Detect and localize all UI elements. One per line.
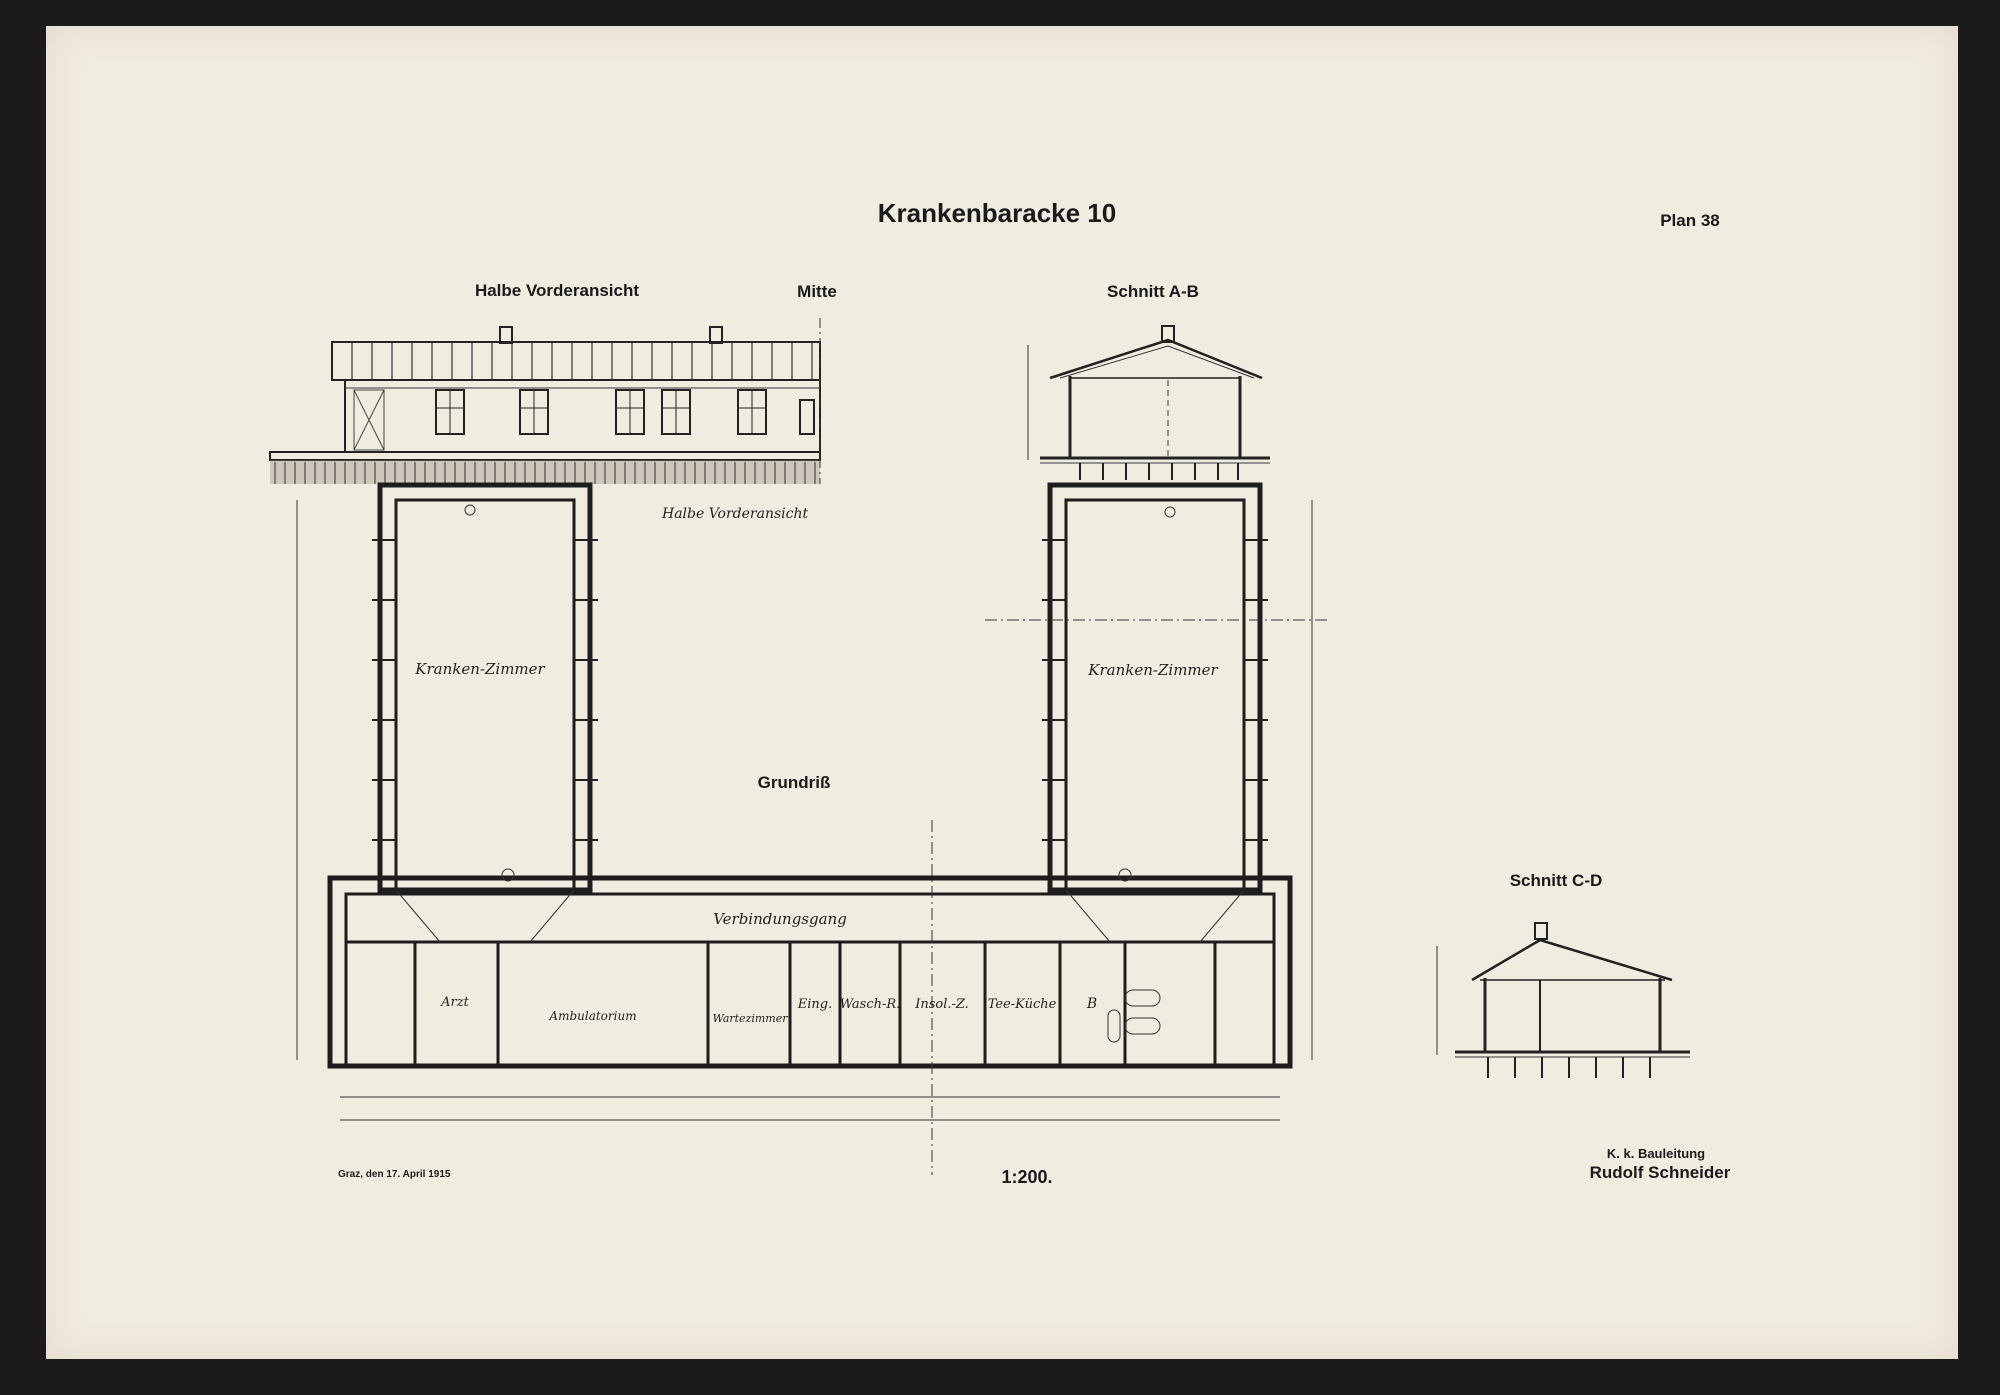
- room-corridor: Verbindungsgang: [713, 910, 847, 928]
- room-waiting: Wartezimmer: [712, 1012, 788, 1025]
- room-bath: B: [1086, 996, 1097, 1012]
- label-section-cd: Schnitt C-D: [1510, 871, 1603, 890]
- label-section-ab: Schnitt A-B: [1107, 282, 1199, 301]
- room-ward-right: Kranken-Zimmer: [1087, 661, 1218, 679]
- authority: K. k. Bauleitung: [1607, 1146, 1705, 1161]
- drawing-sheet: [46, 26, 1958, 1359]
- sheet-title: Krankenbaracke 10: [878, 198, 1116, 228]
- label-floor-plan: Grundriß: [758, 773, 831, 792]
- room-isolation: Insol.-Z.: [914, 997, 969, 1012]
- floor-plan: [296, 482, 1330, 1175]
- scale: 1:200.: [1001, 1167, 1052, 1187]
- room-ambulatory: Ambulatorium: [548, 1009, 636, 1023]
- half-front-elevation: [269, 318, 821, 484]
- note-half-front-view: Halbe Vorderansicht: [661, 506, 808, 522]
- section-cd: [1436, 922, 1690, 1078]
- section-ab: [1027, 325, 1270, 480]
- label-center: Mitte: [797, 282, 837, 301]
- room-ward-left: Kranken-Zimmer: [414, 660, 545, 678]
- label-half-front-view: Halbe Vorderansicht: [475, 281, 639, 300]
- date-place: Graz, den 17. April 1915: [338, 1169, 451, 1180]
- room-wash: Wasch-R.: [840, 997, 901, 1012]
- room-entrance: Eing.: [797, 997, 832, 1012]
- author-name: Rudolf Schneider: [1590, 1163, 1731, 1182]
- room-tea-kitchen: Tee-Küche: [988, 997, 1057, 1012]
- plan-number: Plan 38: [1660, 211, 1720, 230]
- room-doctor: Arzt: [440, 995, 469, 1010]
